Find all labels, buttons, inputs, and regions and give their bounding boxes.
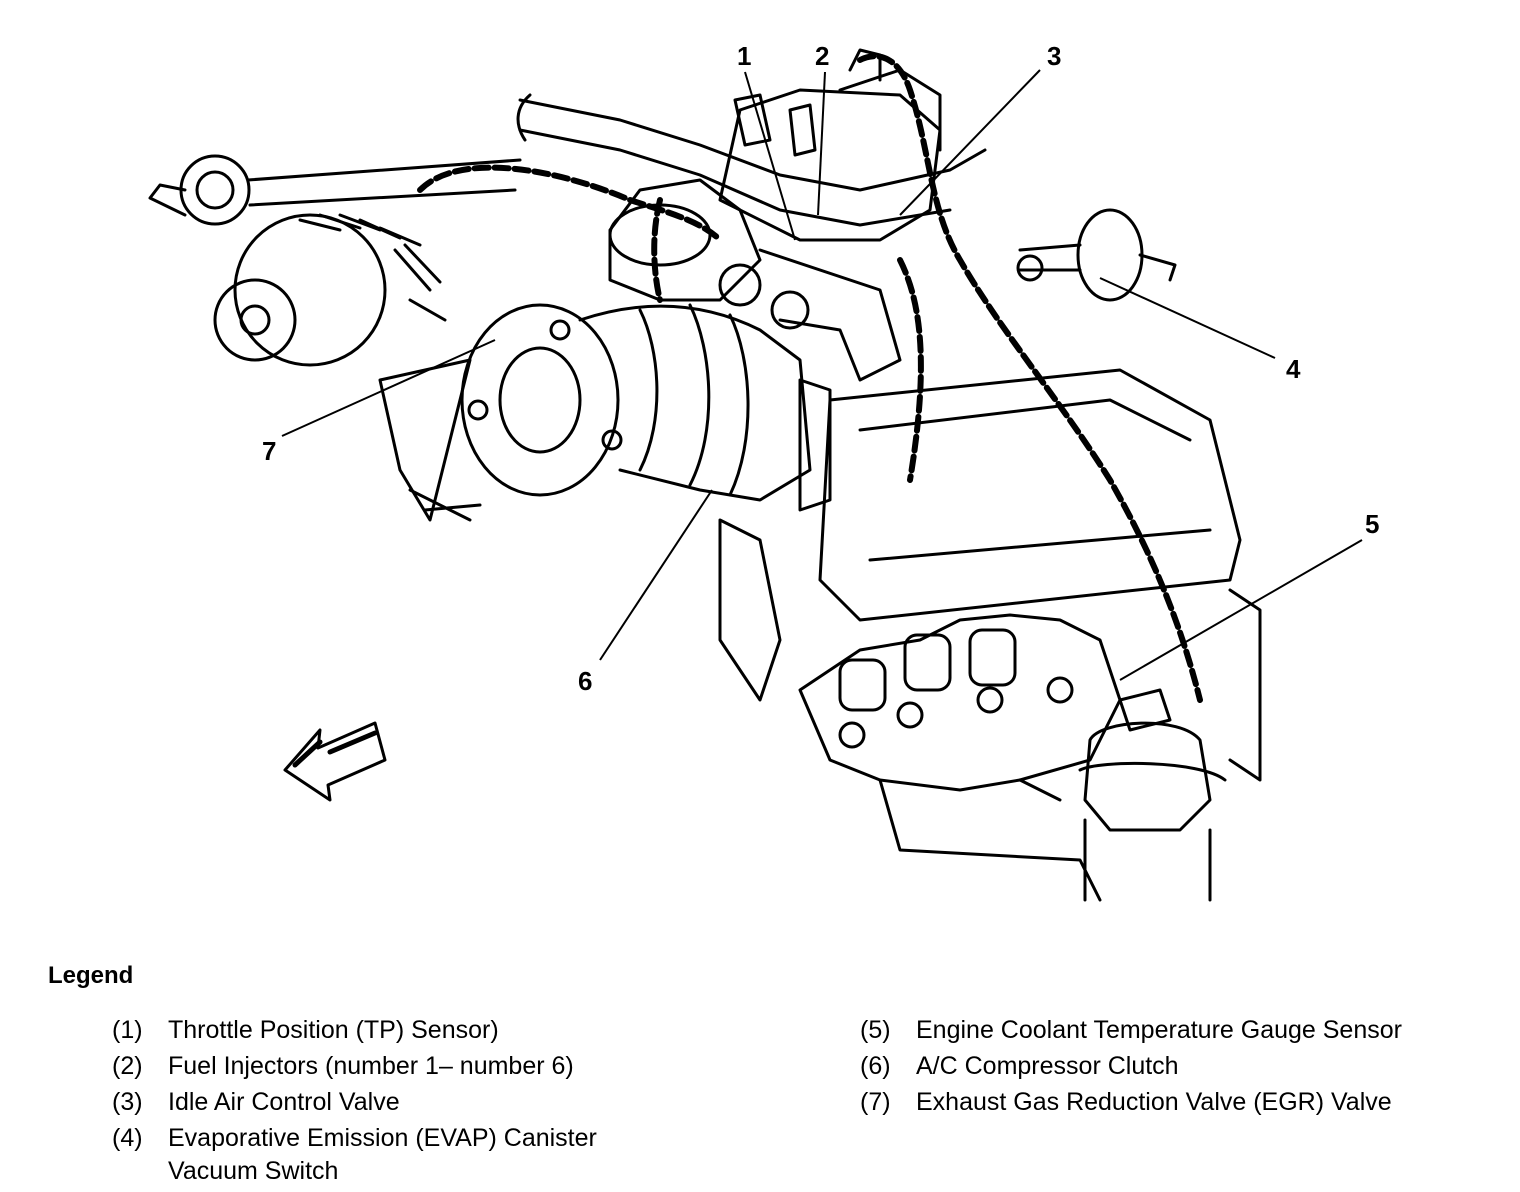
callout-1: 1 [737,41,751,71]
legend-item-label-line2: Vacuum Switch [168,1157,339,1185]
legend-item-3: (3) Idle Air Control Valve [112,1084,752,1120]
legend-item-label: Evaporative Emission (EVAP) Canister [168,1124,597,1152]
callout-3: 3 [1047,41,1061,71]
legend-item-label: Idle Air Control Valve [168,1088,400,1116]
leader-2 [817,71,826,216]
leader-5 [1119,539,1363,681]
leader-1 [744,71,796,241]
leader-6 [599,489,713,661]
legend-column-right: (5) Engine Coolant Temperature Gauge Sen… [860,1012,1500,1120]
callout-7: 7 [262,436,276,466]
legend-item-number: (6) [860,1052,891,1080]
legend-item-1: (1) Throttle Position (TP) Sensor) [112,1012,752,1048]
legend-item-label-wrap: Evaporative Emission (EVAP) Canister Vac… [168,1120,752,1186]
legend-item-5: (5) Engine Coolant Temperature Gauge Sen… [860,1012,1500,1048]
engine-diagram: 1 2 3 4 5 6 7 [148,41,1379,902]
engine-drawing [148,48,1262,902]
legend-column-left: (1) Throttle Position (TP) Sensor) (2) F… [112,1012,752,1186]
leader-7 [281,339,496,437]
callout-6: 6 [578,666,592,696]
legend-item-number: (2) [112,1052,143,1080]
legend-item-number: (7) [860,1088,891,1116]
legend-item-number: (4) [112,1124,143,1152]
legend-title: Legend [48,962,134,989]
legend-item-label: Throttle Position (TP) Sensor) [168,1016,499,1044]
legend-item-label: Engine Coolant Temperature Gauge Sensor [916,1016,1402,1044]
leader-4 [1099,277,1276,359]
legend-item-number: (3) [112,1088,143,1116]
callout-4: 4 [1286,354,1301,384]
callout-leaders [281,69,1363,681]
legend-item-label: A/C Compressor Clutch [916,1052,1179,1080]
callout-numbers: 1 2 3 4 5 6 7 [262,41,1379,696]
legend-item-4: (4) Evaporative Emission (EVAP) Canister… [112,1120,752,1186]
callout-5: 5 [1365,509,1379,539]
leader-3 [899,69,1041,216]
legend-item-label: Fuel Injectors (number 1– number 6) [168,1052,574,1080]
legend-item-7: (7) Exhaust Gas Reduction Valve (EGR) Va… [860,1084,1500,1120]
legend-item-number: (1) [112,1016,143,1044]
legend-item-number: (5) [860,1016,891,1044]
callout-2: 2 [815,41,829,71]
legend-item-2: (2) Fuel Injectors (number 1– number 6) [112,1048,752,1084]
legend-item-6: (6) A/C Compressor Clutch [860,1048,1500,1084]
legend-item-label: Exhaust Gas Reduction Valve (EGR) Valve [916,1088,1392,1116]
